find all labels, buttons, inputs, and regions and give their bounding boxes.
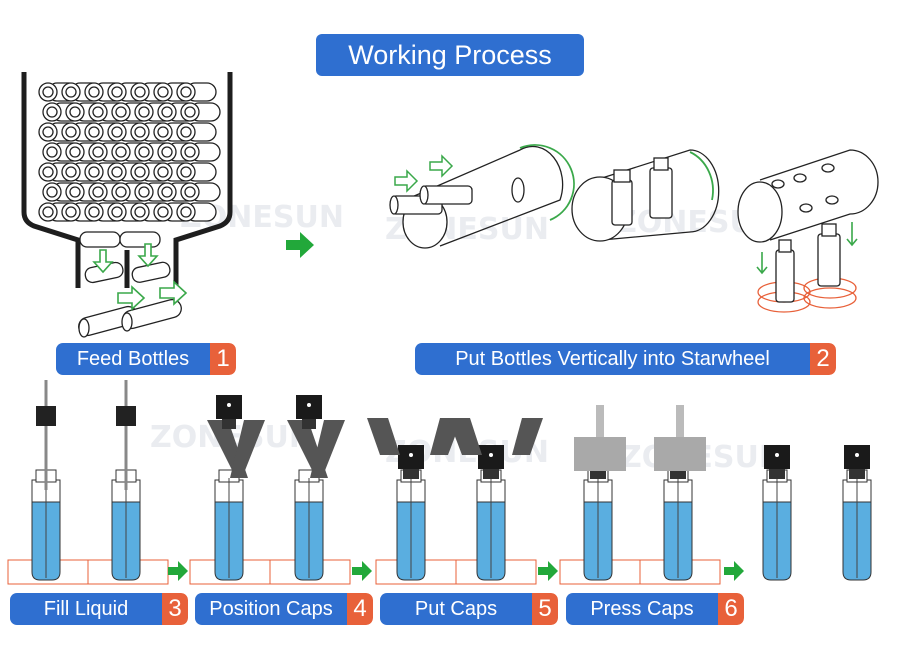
bottle (294, 469, 324, 581)
step-label-put-caps: Put Caps 5 (380, 593, 558, 625)
bottle (476, 445, 506, 581)
step-label-position-caps: Position Caps 4 (195, 593, 373, 625)
bottle-row (31, 445, 872, 581)
bottle (214, 469, 244, 581)
step-label-text: Position Caps (195, 593, 347, 625)
step-number: 6 (718, 593, 744, 625)
step-number: 5 (532, 593, 558, 625)
step-label-text: Put Bottles Vertically into Starwheel (415, 343, 810, 375)
bottle (762, 445, 792, 581)
step-label-text: Press Caps (566, 593, 718, 625)
step-label-text: Fill Liquid (10, 593, 162, 625)
starwheel-illustration (389, 144, 879, 313)
step-label-starwheel: Put Bottles Vertically into Starwheel 2 (415, 343, 836, 375)
hopper-illustration (21, 72, 233, 338)
bottle (396, 445, 426, 581)
step-label-feed-bottles: Feed Bottles 1 (56, 343, 236, 375)
step-number: 1 (210, 343, 236, 375)
step-number: 3 (162, 593, 188, 625)
flow-arrows (168, 561, 744, 581)
bottle (842, 445, 872, 581)
step-label-fill-liquid: Fill Liquid 3 (10, 593, 188, 625)
step-label-text: Feed Bottles (56, 343, 210, 375)
step-number: 2 (810, 343, 836, 375)
flow-arrow (286, 232, 314, 258)
step-label-press-caps: Press Caps 6 (566, 593, 744, 625)
step-label-text: Put Caps (380, 593, 532, 625)
diagram-title: Working Process (316, 34, 584, 76)
step-number: 4 (347, 593, 373, 625)
bottle (31, 469, 61, 581)
